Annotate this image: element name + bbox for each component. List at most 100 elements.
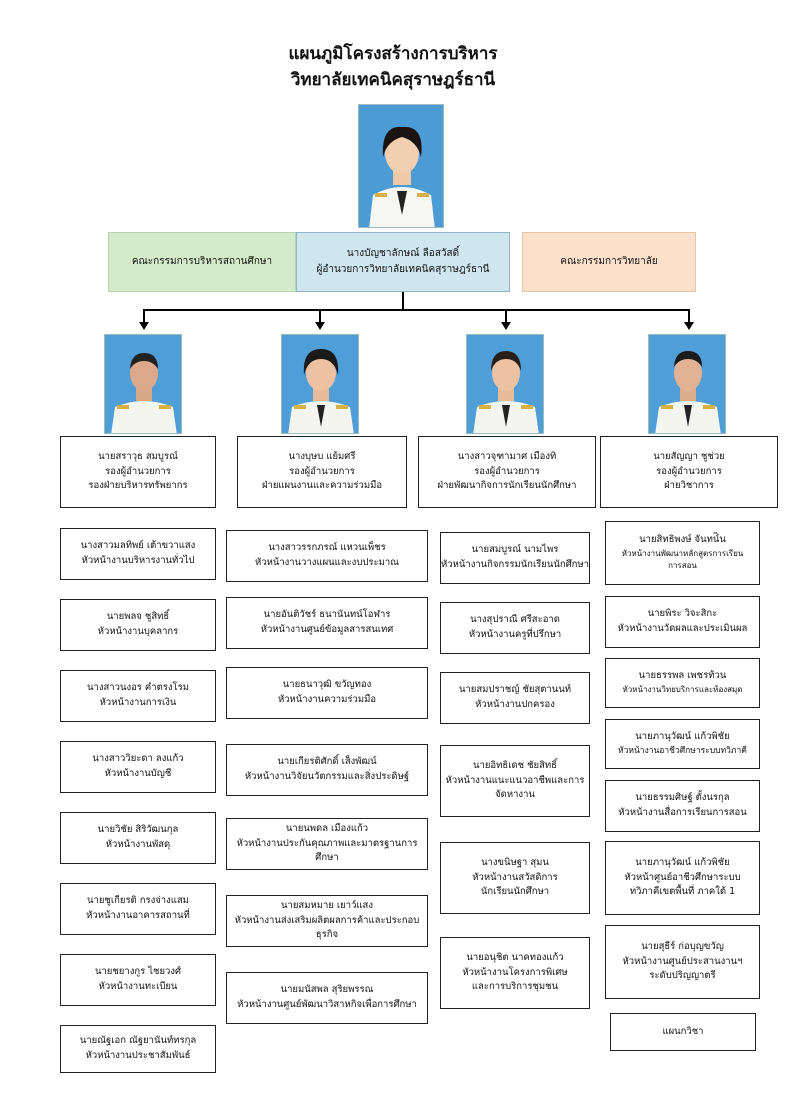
unit-role: หัวหน้างานแนะแนวอาชีพและการ (445, 774, 585, 786)
unit-box: นายอิทธิเดช ชัยสิทธิ์หัวหน้างานแนะแนวอาช… (440, 745, 590, 817)
unit-name: นายอนุชิต นาคทองแก้ว (466, 951, 564, 963)
unit-box: นายพิระ วิจะสิกะหัวหน้างานวัดผลและประเมิ… (605, 596, 760, 648)
unit-role: หัวหน้างานวิทยบริการและห้องสมุด (622, 685, 743, 695)
unit-role: หัวหน้างานส่งเสริมผลิตผลการค้าและประกอบธ… (234, 914, 420, 941)
unit-name: นายชยางกูร ไชยวงศ์ (94, 966, 182, 978)
unit-name: นายอิทธิเดช ชัยสิทธิ์ (473, 759, 557, 771)
unit-role: หัวหน้างานปกครอง (475, 699, 555, 710)
deputy-dept: ฝ่ายแผนงานและความร่วมมือ (261, 480, 383, 492)
unit-role-line2: นักเรียนนักศึกษา (480, 886, 550, 898)
deputy-photo-4 (648, 334, 726, 434)
unit-role-line2: ทวิภาคีเขตพื้นที่ ภาคใต้ 1 (629, 886, 736, 898)
unit-name: นายมนัสพล สุริยพรรณ (280, 984, 374, 996)
unit-role: หัวหน้างานการเงิน (99, 697, 177, 708)
unit-role: หัวหน้างานทะเบียน (98, 981, 178, 992)
unit-box: นายวิชัย สิริวัฒนกุลหัวหน้างานพัสดุ (60, 812, 216, 864)
unit-role: หัวหน้างานอาคารสถานที่ (86, 910, 190, 921)
deputy-photo-2 (281, 334, 359, 434)
connector-drop-3 (505, 309, 507, 323)
chart-title-line1: แผนภูมิโครงสร้างการบริหาร (288, 44, 498, 64)
deputy-dept: ฝ่ายวิชาการ (664, 480, 714, 492)
unit-role: หัวหน้าศูนย์อาชีวศึกษาระบบ (624, 871, 741, 883)
unit-name: นายสุธีร์ ก่อบุญขวัญ (641, 940, 724, 952)
director-name: นางบัญชาลักษณ์ ลือสวัสดิ์ (346, 248, 460, 259)
unit-name: นายสมปราชญ์ ชัยสุตานนท์ (458, 684, 572, 696)
unit-box: นายพลจ ชูสิทธิ์หัวหน้างานบุคลากร (60, 599, 216, 651)
connector-drop-4 (688, 309, 690, 323)
unit-name: นายพลจ ชูสิทธิ์ (106, 611, 170, 623)
unit-name: นางขนิษฐา สุมน (481, 856, 549, 868)
arrow-1 (139, 322, 149, 330)
college-committee-label: คณะกรรมการวิทยาลัย (560, 256, 658, 267)
unit-name: นายชูเกียรติ กรงจ่างแสม (87, 895, 189, 907)
unit-role: หัวหน้างานโครงการพิเศษ (462, 966, 568, 978)
unit-name: นายสมหมาย เยาว์แสง (281, 899, 373, 911)
unit-box: นายณัฐเอก ณัฐยานันท์ทรกุลหัวหน้างานประชา… (60, 1025, 216, 1073)
connector-drop-1 (143, 309, 145, 323)
unit-box: นายอันติวัชร์ ธนานันทน์โอฬารหัวหน้างานศู… (226, 597, 428, 649)
deputy-photo-1 (104, 334, 182, 434)
deputy-name: นางบุษบ แย้มศรี (288, 450, 356, 462)
unit-box-department: แผนกวิชา (610, 1013, 756, 1051)
unit-box: นายชูเกียรติ กรงจ่างแสมหัวหน้างานอาคารสถ… (60, 883, 216, 935)
unit-name: นายณัฐเอก ณัฐยานันท์ทรกุล (79, 1035, 197, 1047)
unit-box: นายภานุวัฒน์ แก้วพิชัยหัวหน้างานอาชีวศึก… (605, 719, 760, 769)
connector-horizontal (143, 309, 689, 311)
unit-role: หัวหน้างานกิจกรรมนักเรียนนักศึกษา (441, 559, 589, 570)
unit-box: นายธรรมศิษฐ์ ตั้งนรกุลหัวหน้างานสื่อการเ… (605, 780, 760, 832)
unit-role-line2: และการบริการชุมชน (471, 981, 559, 993)
unit-role: หัวหน้างานพัสดุ (105, 839, 171, 850)
unit-name: นายอันติวัชร์ ธนานันทน์โอฬาร (263, 609, 391, 621)
unit-box: นางขนิษฐา สุมนหัวหน้างานสวัสดิการนักเรีย… (440, 842, 590, 914)
unit-box: นายสมบูรณ์ นามไพรหัวหน้างานกิจกรรมนักเรี… (440, 532, 590, 584)
unit-box: นายภานุวัฒน์ แก้วพิชัยหัวหน้าศูนย์อาชีวศ… (605, 841, 760, 915)
unit-role: หัวหน้างานบุคลากร (97, 626, 179, 637)
unit-box: นายธนาวุฒิ ขวัญทองหัวหน้างานความร่วมมือ (226, 667, 428, 719)
unit-box: นางสาวมลทิพย์ เต้าขวาแสงหัวหน้างานบริหาร… (60, 528, 216, 580)
unit-role: หัวหน้างานความร่วมมือ (277, 694, 377, 705)
unit-name: นายสมบูรณ์ นามไพร (471, 544, 559, 556)
deputy-dept: ฝ่ายพัฒนากิจการนักเรียนนักศึกษา (437, 480, 577, 492)
unit-box: นางสุปราณี ศรีสะอาดหัวหน้างานครูที่ปรึกษ… (440, 602, 590, 654)
deputy-role: รองผู้อำนวยการ (474, 465, 540, 477)
deputy-box-4: นายสัญญา ชูช่วย รองผู้อำนวยการ ฝ่ายวิชาก… (600, 436, 778, 508)
director-box: นางบัญชาลักษณ์ ลือสวัสดิ์ ผู้อำนวยการวิท… (296, 232, 510, 292)
director-photo (358, 104, 444, 228)
deputy-name: นายสราวุธ สมบูรณ์ (98, 450, 178, 462)
unit-box: นางสาวรรกภรณ์ แหวนเพ็ชรหัวหน้างานวางแผนแ… (226, 530, 428, 582)
unit-role: หัวหน้างานวางแผนและงบประมาณ (254, 557, 399, 568)
connector-vertical-main (402, 292, 404, 310)
unit-role: หัวหน้างานบัญชี (104, 768, 172, 779)
unit-box: นายนพดล เมืองแก้วหัวหน้างานประกันคุณภาพแ… (226, 818, 428, 870)
unit-name: นายพิระ วิจะสิกะ (647, 608, 718, 620)
deputy-box-2: นางบุษบ แย้มศรี รองผู้อำนวยการ ฝ่ายแผนงา… (237, 436, 407, 508)
deputy-role: รองผู้อำนวยการ (105, 465, 171, 477)
deputy-box-3: นางสาวจุฑามาศ เมืองทิ รองผู้อำนวยการ ฝ่า… (418, 436, 596, 508)
unit-role-line2: จัดหางาน (495, 789, 535, 801)
deputy-role: รองผู้อำนวยการ (656, 465, 722, 477)
arrow-4 (684, 322, 694, 330)
deputy-dept: รองฝ่ายบริหารทรัพยากร (88, 480, 188, 492)
unit-name: นายภานุวัฒน์ แก้วพิชัย (635, 731, 730, 743)
unit-name: นายวิชัย สิริวัฒนกุล (97, 824, 179, 836)
unit-box: นายชยางกูร ไชยวงศ์หัวหน้างานทะเบียน (60, 954, 216, 1006)
unit-box: นายสิทธิพงษ์ จันทน์ินหัวหน้างานพัฒนาหลัก… (605, 521, 760, 585)
unit-role: หัวหน้างานพัฒนาหลักสูตรการเรียน (621, 548, 744, 558)
unit-role: หัวหน้างานศูนย์พัฒนาวิสาหกิจเพื่อการศึกษ… (237, 999, 417, 1010)
unit-box: นายเกียรติศักดิ์ เส็งพัฒน์หัวหน้างานวิจั… (226, 744, 428, 796)
unit-name: นางสาวนงอร คำตรงโรม (87, 682, 189, 694)
executive-committee-box: คณะกรรมการบริหารสถานศึกษา (108, 232, 296, 292)
connector-drop-2 (319, 309, 321, 323)
unit-name: นายนพดล เมืองแก้ว (285, 822, 369, 834)
unit-box: นายสมปราชญ์ ชัยสุตานนท์หัวหน้างานปกครอง (440, 672, 590, 724)
deputy-role: รองผู้อำนวยการ (289, 465, 355, 477)
unit-role: หัวหน้างานครูที่ปรึกษา (468, 629, 562, 640)
deputy-name: นายสัญญา ชูช่วย (653, 450, 725, 462)
unit-box: นางสาวนงอร คำตรงโรมหัวหน้างานการเงิน (60, 670, 216, 722)
unit-role: หัวหน้างานสวัสดิการ (472, 871, 558, 883)
arrow-3 (501, 322, 511, 330)
unit-name: นางสาวรรกภรณ์ แหวนเพ็ชร (268, 542, 386, 554)
unit-role: หัวหน้างานประชาสัมพันธ์ (85, 1050, 191, 1061)
unit-name: นางสุปราณี ศรีสะอาด (470, 614, 560, 626)
unit-name: นางสาววิยะดา ลงแก้ว (92, 753, 184, 765)
